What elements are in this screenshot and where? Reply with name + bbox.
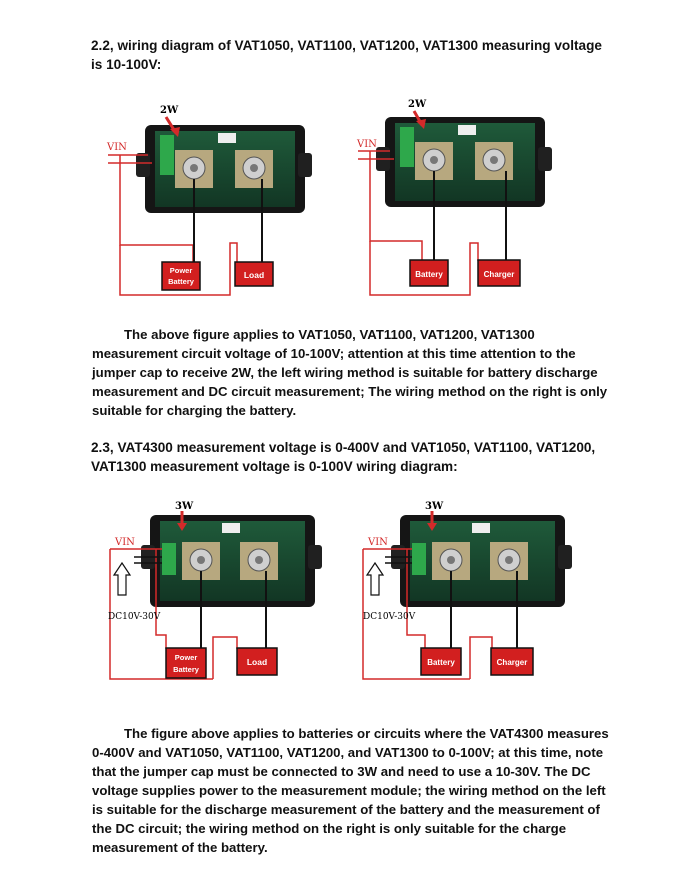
charger-label: Charger	[484, 270, 515, 279]
power-battery-box	[161, 261, 201, 291]
vin-label: VIN	[114, 537, 135, 548]
jumper-label: 2W	[408, 99, 427, 110]
battery-box	[420, 647, 462, 676]
jumper-label: 3W	[425, 501, 444, 512]
svg-text:Battery: Battery	[168, 277, 195, 286]
svg-text:Battery: Battery	[173, 665, 200, 674]
power-battery-label: Power	[170, 266, 193, 275]
battery-label: Battery	[427, 658, 455, 667]
power-battery-label: Power	[175, 653, 198, 662]
wiring-diagram-discharge-3w: 3W VIN DC10V-30V Power Battery Load	[108, 501, 322, 680]
paragraph-2-2-text: The above figure applies to VAT1050, VAT…	[92, 327, 608, 418]
power-battery-box	[165, 647, 207, 679]
charger-label: Charger	[497, 658, 528, 667]
vin-label: VIN	[367, 537, 388, 548]
load-label: Load	[244, 270, 264, 280]
paragraph-2-3-text: The figure above applies to batteries or…	[92, 726, 609, 855]
load-box	[236, 647, 278, 676]
wiring-diagram-discharge-2w: 2W VIN Power Battery Load	[106, 105, 312, 296]
charger-box	[477, 259, 521, 287]
vin-label: VIN	[356, 139, 377, 150]
battery-label: Battery	[415, 270, 443, 279]
dc-arrow-icon	[365, 561, 385, 596]
wiring-diagram-charge-2w: 2W VIN Battery Charger	[356, 99, 552, 296]
paragraph-2-2: The above figure applies to VAT1050, VAT…	[92, 325, 612, 420]
dc-voltage-label: DC10V-30V	[363, 612, 416, 622]
battery-box	[409, 259, 449, 287]
load-label: Load	[247, 657, 267, 667]
paragraph-2-3: The figure above applies to batteries or…	[92, 724, 612, 857]
dc-voltage-label: DC10V-30V	[108, 612, 161, 622]
section-heading-2-2: 2.2, wiring diagram of VAT1050, VAT1100,…	[91, 38, 602, 72]
dc-arrow-icon	[112, 561, 132, 596]
load-box	[234, 261, 274, 287]
jumper-label: 3W	[175, 501, 194, 512]
charger-box	[490, 647, 534, 676]
section-heading-2-3: 2.3, VAT4300 measurement voltage is 0-40…	[91, 440, 596, 474]
vin-label: VIN	[106, 142, 127, 153]
wiring-diagram-charge-3w: 3W VIN DC10V-30V Battery Charger	[362, 501, 572, 680]
jumper-label: 2W	[160, 105, 179, 116]
